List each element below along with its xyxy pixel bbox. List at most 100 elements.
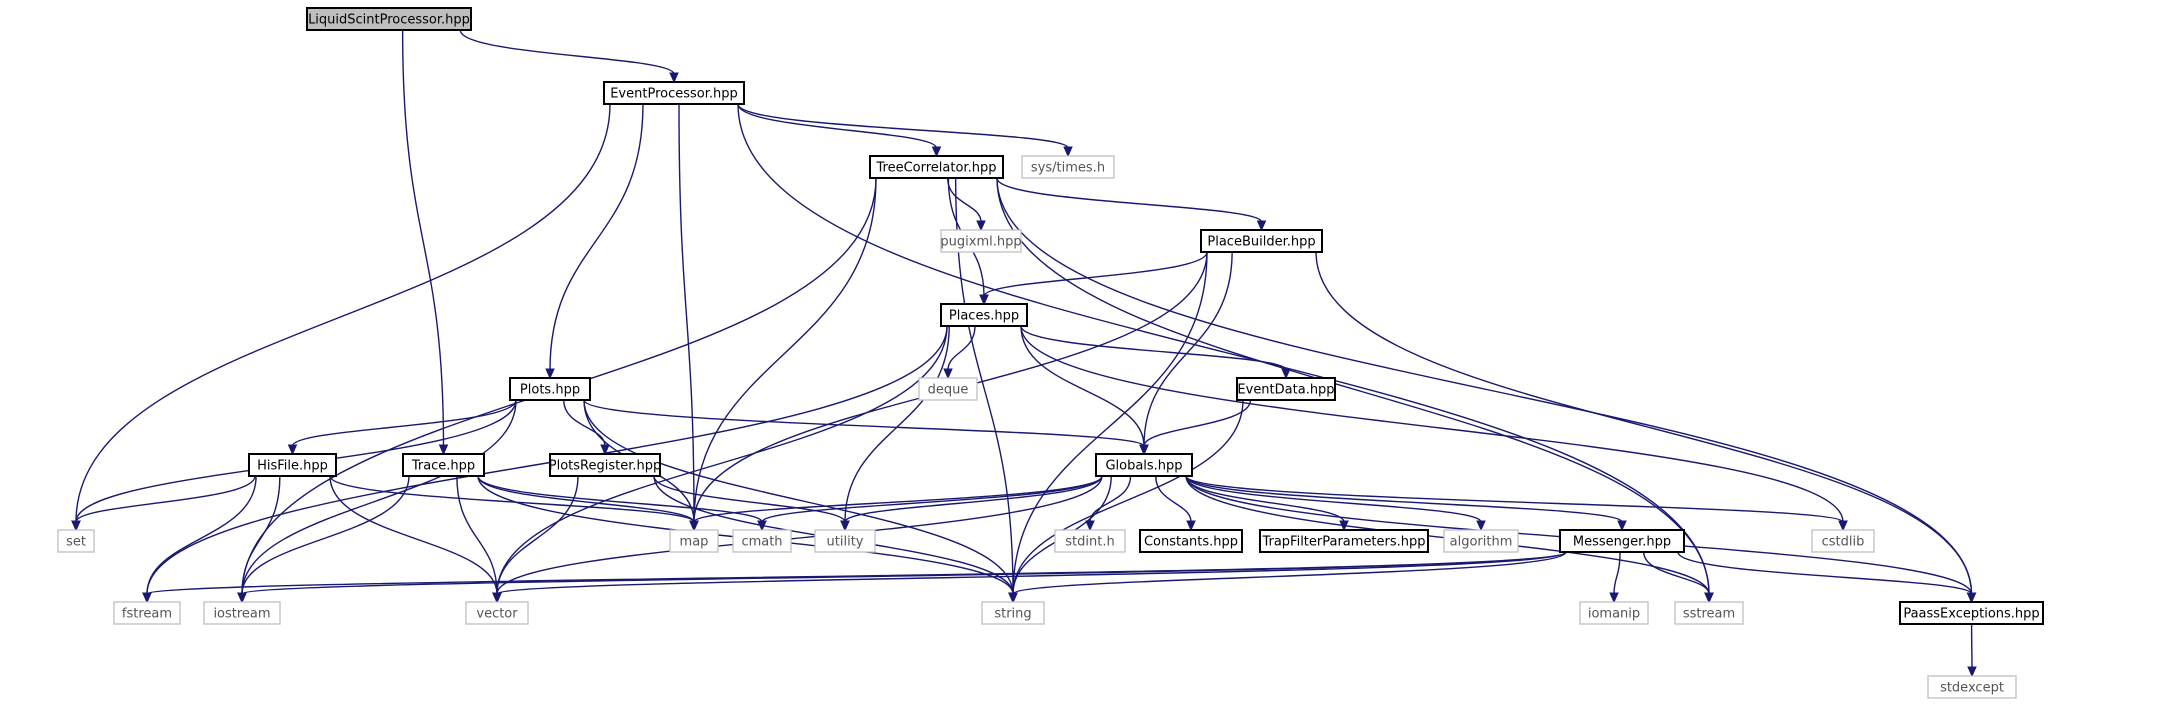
node-glob[interactable]: Globals.hpp (1095, 453, 1193, 477)
node-pugi: pugixml.hpp (940, 229, 1022, 253)
edge-trace-to-cmath (477, 475, 763, 523)
node-label-cstdlib: cstdlib (1822, 535, 1865, 550)
edge-ed-to-string (1012, 399, 1244, 595)
edge-glob-to-const (1155, 475, 1192, 523)
node-box-map (669, 529, 719, 553)
node-cmath: cmath (732, 529, 792, 553)
node-msg[interactable]: Messenger.hpp (1559, 529, 1685, 553)
arrowhead-hf-to-set (71, 520, 81, 532)
edge-glob-to-msg (1185, 475, 1623, 523)
node-ed[interactable]: EventData.hpp (1236, 377, 1336, 401)
node-label-pb: PlaceBuilder.hpp (1207, 235, 1315, 250)
node-cstdlib: cstdlib (1811, 529, 1875, 553)
edge-ed-to-glob (1143, 399, 1252, 447)
edge-glob-to-utility (844, 475, 1103, 523)
node-box-cstdlib (1811, 529, 1875, 553)
edge-tc-to-pe (996, 177, 1973, 595)
node-box-trace (402, 453, 485, 477)
node-box-plots (509, 377, 591, 401)
edge-ep-to-plots (549, 103, 644, 371)
node-trace[interactable]: Trace.hpp (402, 453, 485, 477)
edge-glob-to-tfp (1185, 475, 1345, 523)
node-hf[interactable]: HisFile.hpp (248, 453, 337, 477)
node-box-string (981, 601, 1045, 625)
node-box-stdint (1054, 529, 1126, 553)
arrowhead-glob-to-algo (1476, 520, 1486, 532)
node-box-set (57, 529, 95, 553)
node-box-sstream (1674, 601, 1744, 625)
edge-hf-to-vector (329, 475, 498, 595)
node-string: string (981, 601, 1045, 625)
node-box-const (1139, 529, 1243, 553)
node-sstream: sstream (1674, 601, 1744, 625)
node-label-set: set (66, 535, 86, 550)
node-ep[interactable]: EventProcessor.hpp (603, 81, 745, 105)
node-label-msg: Messenger.hpp (1573, 535, 1671, 550)
arrowhead-ep-to-tc (931, 146, 942, 158)
arrowhead-glob-to-utility (840, 520, 850, 532)
node-label-lsp: LiquidScintProcessor.hpp (308, 13, 470, 28)
node-label-trace: Trace.hpp (411, 459, 475, 474)
arrowhead-lsp-to-ep (669, 72, 679, 84)
edge-msg-to-pe (1677, 551, 1973, 595)
node-box-lsp (306, 7, 472, 31)
node-const[interactable]: Constants.hpp (1139, 529, 1243, 553)
node-box-hf (248, 453, 337, 477)
arrowhead-msg-to-string (1008, 592, 1018, 604)
node-label-string: string (994, 607, 1031, 622)
node-pb[interactable]: PlaceBuilder.hpp (1200, 229, 1323, 253)
edge-trace-to-iostream (241, 475, 410, 595)
node-set: set (57, 529, 95, 553)
node-box-times (1021, 155, 1115, 179)
node-fstream: fstream (113, 601, 181, 625)
node-pr[interactable]: PlotsRegister.hpp (549, 453, 661, 477)
arrowhead-glob-to-cmath (757, 520, 767, 532)
node-lsp[interactable]: LiquidScintProcessor.hpp (306, 7, 472, 31)
arrowhead-lsp-to-trace (438, 444, 449, 456)
node-tfp[interactable]: TrapFilterParameters.hpp (1259, 529, 1429, 553)
edge-msg-to-vector (496, 551, 1567, 595)
edge-glob-to-algo (1185, 475, 1482, 523)
node-label-times: sys/times.h (1031, 161, 1105, 176)
node-label-cmath: cmath (741, 535, 782, 550)
arrowhead-plots-to-hf (287, 444, 298, 456)
node-label-stdint: stdint.h (1065, 535, 1114, 550)
node-box-stdexcept (1927, 675, 2017, 699)
node-label-sstream: sstream (1683, 607, 1735, 622)
arrowhead-glob-to-stdint (1085, 520, 1095, 532)
edge-plots-to-iostream (241, 399, 517, 595)
arrowhead-glob-to-msg (1617, 520, 1627, 532)
edge-hf-to-map (329, 475, 695, 523)
edge-lsp-to-ep (459, 29, 675, 75)
arrowhead-ep-to-plots (545, 368, 555, 380)
node-iomanip: iomanip (1579, 601, 1649, 625)
node-places[interactable]: Places.hpp (940, 303, 1028, 327)
edge-pb-to-pe (1315, 251, 1973, 595)
edge-hf-to-set (75, 475, 256, 523)
node-plots[interactable]: Plots.hpp (509, 377, 591, 401)
edge-tc-to-pb (996, 177, 1263, 223)
edge-plots-to-glob (583, 399, 1145, 447)
edge-ep-to-map (678, 103, 695, 523)
node-algo: algorithm (1443, 529, 1519, 553)
arrowhead-tc-to-pugi (976, 220, 986, 232)
node-label-pe: PaassExceptions.hpp (1903, 607, 2039, 622)
arrowhead-glob-to-map (689, 520, 699, 532)
node-label-ed: EventData.hpp (1237, 383, 1334, 398)
node-box-places (940, 303, 1028, 327)
node-label-pugi: pugixml.hpp (940, 235, 1021, 250)
node-tc[interactable]: TreeCorrelator.hpp (869, 155, 1004, 179)
node-pe[interactable]: PaassExceptions.hpp (1899, 601, 2044, 625)
node-box-glob (1095, 453, 1193, 477)
arrowhead-pb-to-places (979, 294, 989, 306)
edge-glob-to-cstdlib (1185, 475, 1844, 523)
node-label-vector: vector (476, 607, 518, 622)
edge-msg-to-iomanip (1613, 551, 1621, 595)
node-box-iostream (203, 601, 281, 625)
edge-places-to-deque (947, 325, 976, 371)
edge-pr-to-utility (653, 475, 846, 523)
arrowhead-pe-to-stdexcept (1967, 666, 1977, 678)
edge-plots-to-string (583, 399, 1014, 595)
node-label-fstream: fstream (122, 607, 172, 622)
node-box-vector (465, 601, 529, 625)
